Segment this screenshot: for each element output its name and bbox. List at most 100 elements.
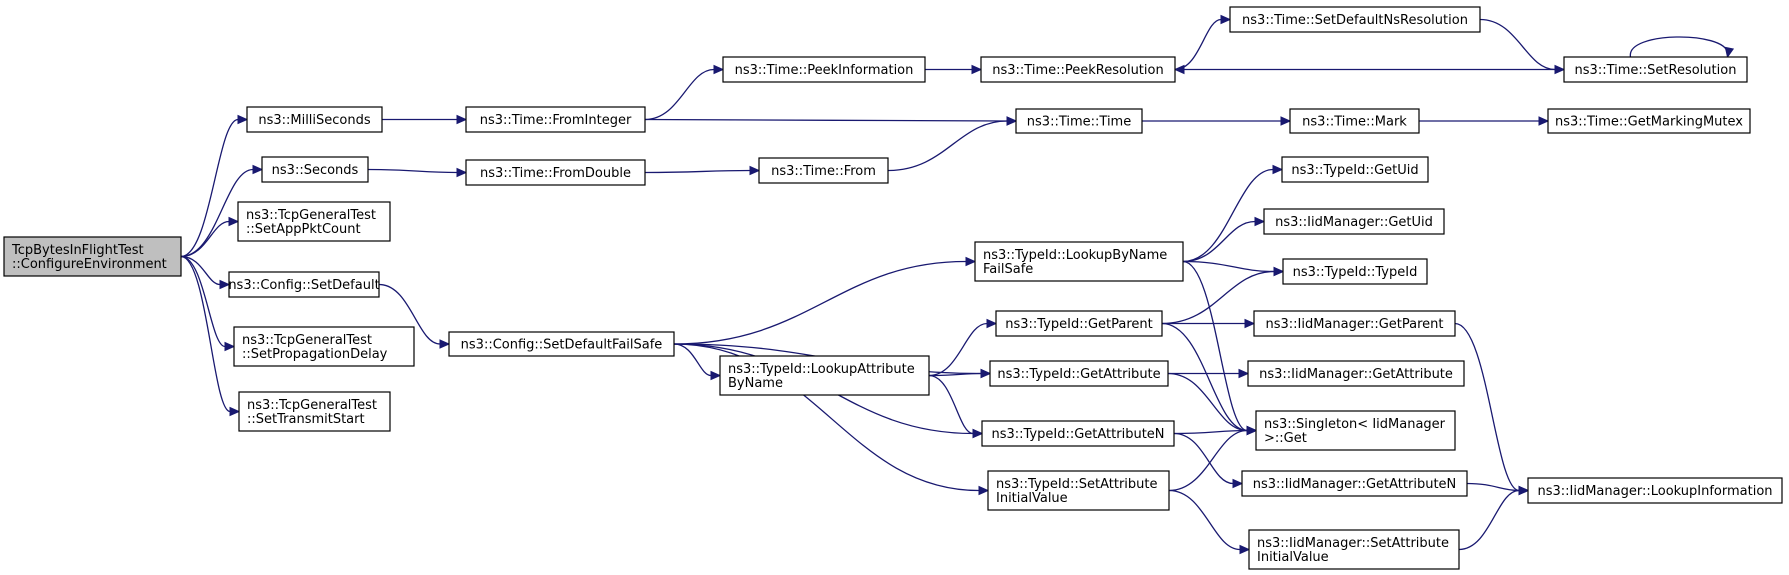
node-seconds[interactable]: ns3::Seconds — [261, 156, 369, 183]
node-label: InitialValue — [996, 491, 1068, 506]
arrowhead — [965, 256, 977, 267]
node-box — [1281, 156, 1429, 183]
edge-line — [1454, 322, 1520, 492]
edge-line — [644, 68, 715, 121]
edge-line — [1182, 168, 1274, 263]
node-iidgetuid[interactable]: ns3::IidManager::GetUid — [1263, 208, 1445, 235]
arrowhead — [229, 406, 241, 417]
node-time[interactable]: ns3::Time::Time — [1015, 108, 1143, 134]
node-label: ns3::TypeId::GetAttribute — [997, 367, 1160, 382]
node-getuid[interactable]: ns3::TypeId::GetUid — [1281, 156, 1429, 183]
arrowhead — [710, 370, 722, 381]
node-setapp[interactable]: ns3::TcpGeneralTest::SetAppPktCount — [237, 201, 391, 242]
node-setdef[interactable]: ns3::Config::SetDefault — [228, 271, 380, 298]
node-settx[interactable]: ns3::TcpGeneralTest::SetTransmitStart — [238, 391, 391, 432]
node-getmarking[interactable]: ns3::Time::GetMarkingMutex — [1547, 108, 1751, 134]
edge-fromint-to-peekinfo — [644, 64, 725, 121]
edge-line — [644, 118, 1008, 122]
node-box — [719, 355, 930, 396]
edge-getattr-to-iidgetattr — [1167, 368, 1250, 379]
edge-root-to-milli — [180, 114, 249, 258]
node-label: ns3::Time::Mark — [1302, 115, 1407, 130]
arrowhead — [1538, 116, 1550, 126]
arrowhead — [1244, 318, 1256, 329]
node-iidgetparent[interactable]: ns3::IidManager::GetParent — [1253, 310, 1456, 337]
node-iidsetattr[interactable]: ns3::IidManager::SetAttributeInitialValu… — [1248, 529, 1460, 570]
node-box — [974, 241, 1184, 282]
node-label: ::SetPropagationDelay — [242, 347, 388, 362]
edge-setres-to-setres — [1629, 36, 1735, 59]
node-box — [1229, 6, 1481, 33]
node-mark[interactable]: ns3::Time::Mark — [1289, 108, 1420, 134]
edge-line — [1182, 260, 1248, 432]
node-box — [1563, 56, 1748, 83]
arrowhead — [1239, 544, 1251, 555]
node-setres[interactable]: ns3::Time::SetResolution — [1563, 56, 1748, 83]
node-box — [465, 159, 646, 186]
arrowhead — [1238, 368, 1250, 379]
edge-line — [1182, 220, 1256, 263]
node-label: ByName — [728, 376, 783, 391]
arrowhead — [978, 485, 990, 496]
node-box — [228, 271, 380, 298]
arrowhead — [439, 339, 451, 349]
edge-root-to-settx — [180, 255, 241, 417]
arrowhead — [971, 64, 983, 75]
edge-getattr-to-singleton — [1167, 372, 1258, 436]
edge-line — [928, 372, 982, 377]
arrowhead — [1254, 216, 1266, 227]
arrowhead — [972, 428, 984, 439]
node-label: ns3::Time::PeekInformation — [735, 63, 914, 78]
edge-line — [180, 220, 230, 258]
edge-from-to-time — [887, 116, 1018, 172]
node-iidgetattr[interactable]: ns3::IidManager::GetAttribute — [1247, 360, 1465, 387]
node-label: ns3::IidManager::GetAttribute — [1259, 367, 1453, 382]
node-label: ns3::Singleton< IidManager — [1264, 417, 1446, 432]
node-peekinfo[interactable]: ns3::Time::PeekInformation — [722, 56, 926, 83]
node-getattr[interactable]: ns3::TypeId::GetAttribute — [989, 360, 1169, 387]
edge-setdeffs-to-setattrinit — [673, 343, 990, 496]
node-label: ns3::TypeId::TypeId — [1293, 265, 1418, 280]
edge-line — [180, 168, 254, 258]
node-label: ns3::TcpGeneralTest — [242, 333, 372, 348]
edge-line — [673, 343, 980, 492]
node-singleton[interactable]: ns3::Singleton< IidManager>::Get — [1255, 410, 1456, 451]
node-lookupinfo[interactable]: ns3::IidManager::LookupInformation — [1527, 477, 1783, 504]
node-box — [1263, 208, 1445, 235]
edge-fromint-to-time — [644, 116, 1018, 126]
node-typeid[interactable]: ns3::TypeId::TypeId — [1282, 258, 1428, 285]
node-label: ns3::TcpGeneralTest — [246, 208, 376, 223]
node-peekres[interactable]: ns3::Time::PeekResolution — [980, 56, 1176, 83]
node-label: ns3::IidManager::SetAttribute — [1257, 536, 1449, 551]
node-milli[interactable]: ns3::MilliSeconds — [246, 106, 383, 133]
edge-line — [1168, 429, 1248, 492]
node-getparent[interactable]: ns3::TypeId::GetParent — [995, 310, 1163, 337]
node-getattrn[interactable]: ns3::TypeId::GetAttributeN — [981, 420, 1175, 447]
node-box — [261, 156, 369, 183]
edge-line — [1173, 429, 1248, 435]
node-setdeffs[interactable]: ns3::Config::SetDefaultFailSafe — [448, 331, 675, 357]
node-root[interactable]: TcpBytesInFlightTest::ConfigureEnvironme… — [3, 236, 182, 277]
node-label: ns3::TypeId::LookupAttribute — [728, 362, 915, 377]
node-box — [995, 310, 1163, 337]
node-iidgetattrn[interactable]: ns3::IidManager::GetAttributeN — [1241, 470, 1468, 497]
node-box — [238, 391, 391, 432]
node-label: ns3::Time::Time — [1027, 115, 1131, 130]
node-box — [233, 326, 415, 367]
node-from[interactable]: ns3::Time::From — [758, 157, 889, 184]
node-box — [1282, 258, 1428, 285]
edge-line — [1629, 36, 1729, 58]
edge-line — [1161, 322, 1248, 432]
node-fromint[interactable]: ns3::Time::FromInteger — [465, 106, 646, 133]
edge-getparent-to-iidgetparent — [1162, 318, 1256, 329]
arrowhead — [1272, 164, 1284, 175]
node-setprop[interactable]: ns3::TcpGeneralTest::SetPropagationDelay — [233, 326, 415, 367]
node-fromdbl[interactable]: ns3::Time::FromDouble — [465, 159, 646, 186]
node-setdefns[interactable]: ns3::Time::SetDefaultNsResolution — [1229, 6, 1481, 33]
edge-line — [644, 169, 751, 174]
arrowhead — [219, 279, 231, 290]
